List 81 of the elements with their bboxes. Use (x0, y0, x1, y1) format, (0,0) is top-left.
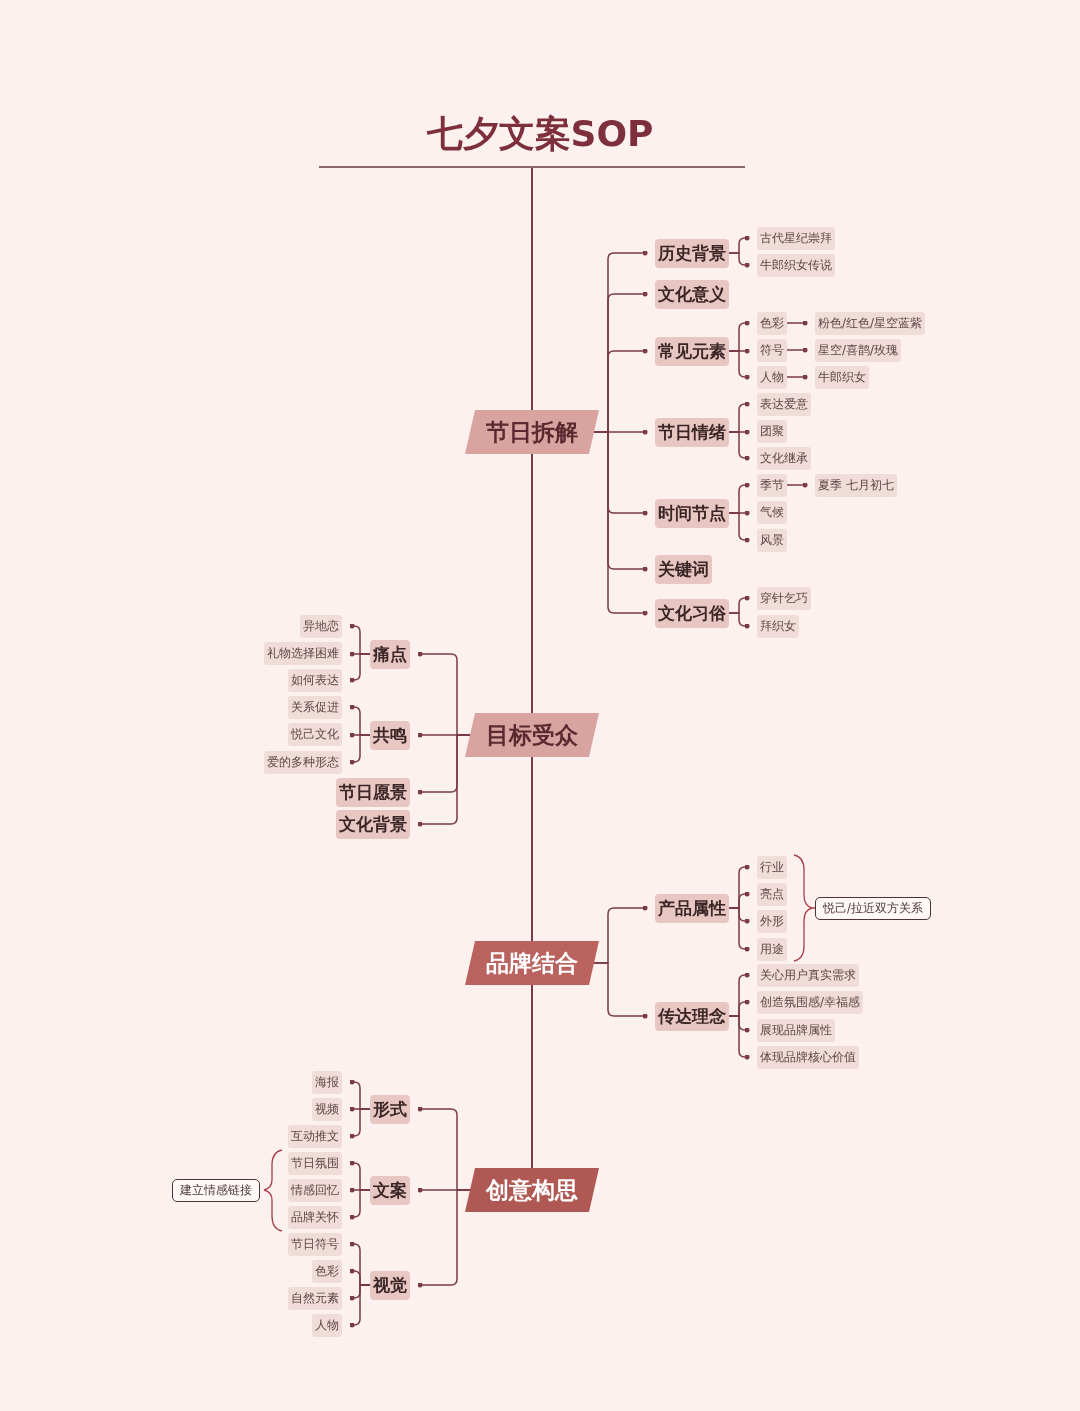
branch-box: 历史背景 (655, 238, 729, 268)
topic-banner: 品牌结合 (465, 941, 599, 985)
connector (786, 347, 808, 353)
branch-box: 共鸣 (370, 720, 410, 750)
leaf-label: 亮点 (757, 882, 787, 906)
connector (728, 612, 750, 629)
connector (728, 1015, 750, 1060)
leaf-label: 礼物选择困难 (264, 641, 342, 665)
leaf-label: 外形 (757, 909, 787, 933)
leaf-label: 异地恋 (300, 614, 342, 638)
topic-banner: 目标受众 (465, 713, 599, 757)
branch-box: 文案 (370, 1175, 410, 1205)
leaf-label: 风景 (757, 528, 787, 552)
connector (728, 907, 750, 952)
branch-box: 文化意义 (655, 279, 729, 309)
leaf-label: 古代星纪崇拜 (757, 226, 835, 250)
leaf-label: 符号 (757, 338, 787, 362)
leaf-label: 节日符号 (288, 1232, 342, 1256)
summary-box: 建立情感链接 (172, 1178, 260, 1202)
leaf-label: 海报 (312, 1070, 342, 1094)
leaf-label: 牛郎织女传说 (757, 253, 835, 277)
leaf-label: 牛郎织女 (815, 365, 869, 389)
connector (728, 252, 750, 268)
branch-box: 传达理念 (655, 1001, 729, 1031)
connector (728, 350, 750, 380)
leaf-label: 行业 (757, 855, 787, 879)
leaf-label: 视频 (312, 1097, 342, 1121)
branch-box: 形式 (370, 1094, 410, 1124)
topic-banner: 节日拆解 (465, 410, 599, 454)
connector (349, 1108, 371, 1139)
leaf-label: 夏季 七月初七 (815, 473, 897, 497)
leaf-label: 关心用户真实需求 (757, 963, 859, 987)
leaf-label: 人物 (312, 1313, 342, 1337)
leaf-label: 如何表达 (288, 668, 342, 692)
leaf-label: 粉色/红色/星空蓝紫 (815, 311, 926, 335)
leaf-label: 人物 (757, 365, 787, 389)
leaf-label: 爱的多种形态 (264, 750, 342, 774)
connector (349, 653, 371, 683)
leaf-label: 季节 (757, 473, 787, 497)
branch-box: 关键词 (655, 554, 712, 584)
leaf-label: 展现品牌属性 (757, 1018, 835, 1042)
leaf-label: 色彩 (312, 1259, 342, 1283)
leaf-label: 自然元素 (288, 1286, 342, 1310)
branch-box: 视觉 (370, 1270, 410, 1300)
topic-banner: 创意构思 (465, 1168, 599, 1212)
leaf-label: 创造氛围感/幸福感 (757, 990, 864, 1014)
leaf-label: 品牌关怀 (288, 1205, 342, 1229)
connector (786, 482, 808, 488)
leaf-label: 关系促进 (288, 695, 342, 719)
leaf-label: 情感回忆 (288, 1178, 342, 1202)
leaf-label: 拜织女 (757, 614, 799, 638)
branch-box: 时间节点 (655, 498, 729, 528)
branch-box: 文化习俗 (655, 598, 729, 628)
leaf-label: 表达爱意 (757, 392, 811, 416)
leaf-label: 文化继承 (757, 446, 811, 470)
leaf-label: 色彩 (757, 311, 787, 335)
leaf-label: 穿针乞巧 (757, 586, 811, 610)
branch-box: 节日情绪 (655, 417, 729, 447)
connector (786, 320, 808, 326)
leaf-label: 悦己文化 (288, 722, 342, 746)
leaf-label: 气候 (757, 500, 787, 524)
branch-box: 文化背景 (336, 809, 410, 839)
leaf-label: 星空/喜鹊/玫瑰 (815, 338, 902, 362)
connector (786, 374, 808, 380)
connector (349, 734, 371, 765)
leaf-label: 互动推文 (288, 1124, 342, 1148)
leaf-label: 体现品牌核心价值 (757, 1045, 859, 1069)
summary-box: 悦己/拉近双方关系 (815, 896, 931, 920)
branch-box: 痛点 (370, 639, 410, 669)
branch-box: 常见元素 (655, 336, 729, 366)
connector (728, 431, 750, 461)
leaf-label: 节日氛围 (288, 1151, 342, 1175)
connector (417, 1189, 472, 1288)
connector (349, 1189, 371, 1220)
connector (349, 1284, 371, 1328)
title: 七夕文案SOP (426, 112, 654, 156)
connector (728, 512, 750, 543)
leaf-label: 用途 (757, 937, 787, 961)
branch-box: 节日愿景 (336, 777, 410, 807)
leaf-label: 团聚 (757, 419, 787, 443)
branch-box: 产品属性 (655, 893, 729, 923)
